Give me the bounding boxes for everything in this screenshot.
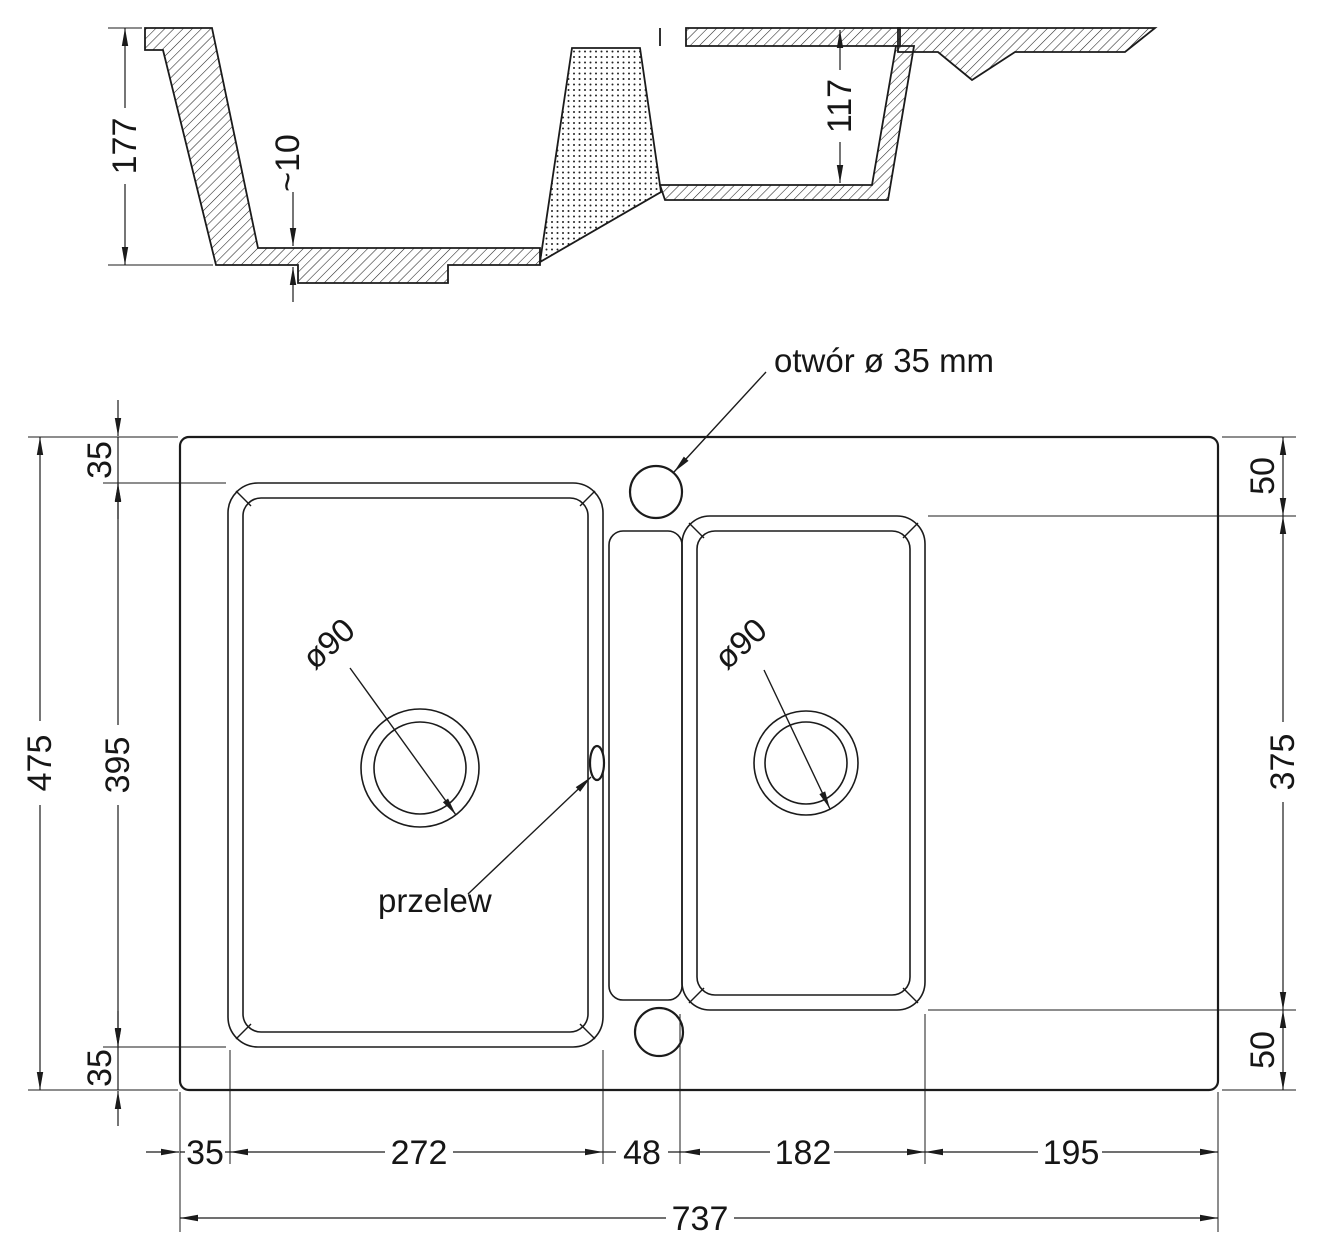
svg-text:475: 475 [21, 735, 59, 792]
dim-depth-left: 177 [106, 108, 144, 184]
corner-ticks [235, 490, 919, 1040]
dim-col-basin-right: 182 [775, 1134, 832, 1172]
svg-text:35: 35 [81, 441, 119, 479]
left-basin-inner [242, 497, 589, 1033]
plan-dimensions: 475 35 395 35 50 375 50 [21, 400, 1302, 1238]
svg-text:50: 50 [1244, 457, 1282, 495]
dim-row-top-left: 35 [81, 441, 119, 479]
right-drain-outer [753, 710, 859, 816]
bottom-hole [633, 1006, 685, 1058]
dim-height-total: 475 [21, 721, 59, 805]
dim-col-drainer: 195 [1043, 1134, 1100, 1172]
svg-text:~10: ~10 [269, 134, 307, 192]
dim-col-gap: 48 [623, 1134, 661, 1172]
overflow-slot [588, 744, 606, 782]
leader-left-drain [349, 667, 457, 816]
section-drainer-profile [897, 27, 1158, 82]
section-rim-profile [685, 27, 901, 47]
dim-floor-thickness: ~10 [269, 134, 307, 192]
svg-text:117: 117 [821, 79, 859, 133]
leader-faucet-hole [673, 371, 767, 473]
svg-text:375: 375 [1264, 734, 1302, 791]
dim-col-basin-left: 272 [391, 1134, 448, 1172]
section-divider-profile [538, 47, 662, 264]
faucet-hole-label: otwór ø 35 mm [774, 342, 994, 379]
plan-view: otwór ø 35 mm przelew ø90 ø90 [178, 342, 1220, 1092]
left-drain-inner [373, 721, 467, 815]
sink-outline [178, 435, 1220, 1092]
svg-text:50: 50 [1244, 1031, 1282, 1069]
right-drain-inner [764, 721, 848, 805]
left-drain-outer [360, 708, 480, 828]
right-basin-inner [696, 530, 911, 996]
section-right-basin-profile [658, 45, 916, 201]
cross-section-view: 177 ~10 117 [106, 27, 1158, 302]
overflow-label: przelew [378, 882, 492, 919]
svg-text:395: 395 [99, 737, 137, 794]
dim-row-basin-right: 375 [1264, 722, 1302, 802]
section-left-basin-profile [144, 27, 541, 284]
svg-text:35: 35 [81, 1049, 119, 1087]
leader-overflow [467, 776, 592, 895]
dim-col-margin-left: 35 [186, 1134, 224, 1172]
dim-row-top-right: 50 [1244, 457, 1282, 495]
dim-width-total: 737 [672, 1200, 729, 1238]
right-basin-outer [681, 515, 926, 1011]
leader-right-drain [763, 669, 831, 810]
dim-row-basin-left: 395 [99, 725, 137, 805]
dim-row-bottom-left: 35 [81, 1049, 119, 1087]
faucet-hole [628, 464, 684, 520]
svg-text:177: 177 [106, 118, 144, 175]
dim-depth-right: 117 [821, 70, 859, 142]
dim-row-bottom-right: 50 [1244, 1031, 1282, 1069]
